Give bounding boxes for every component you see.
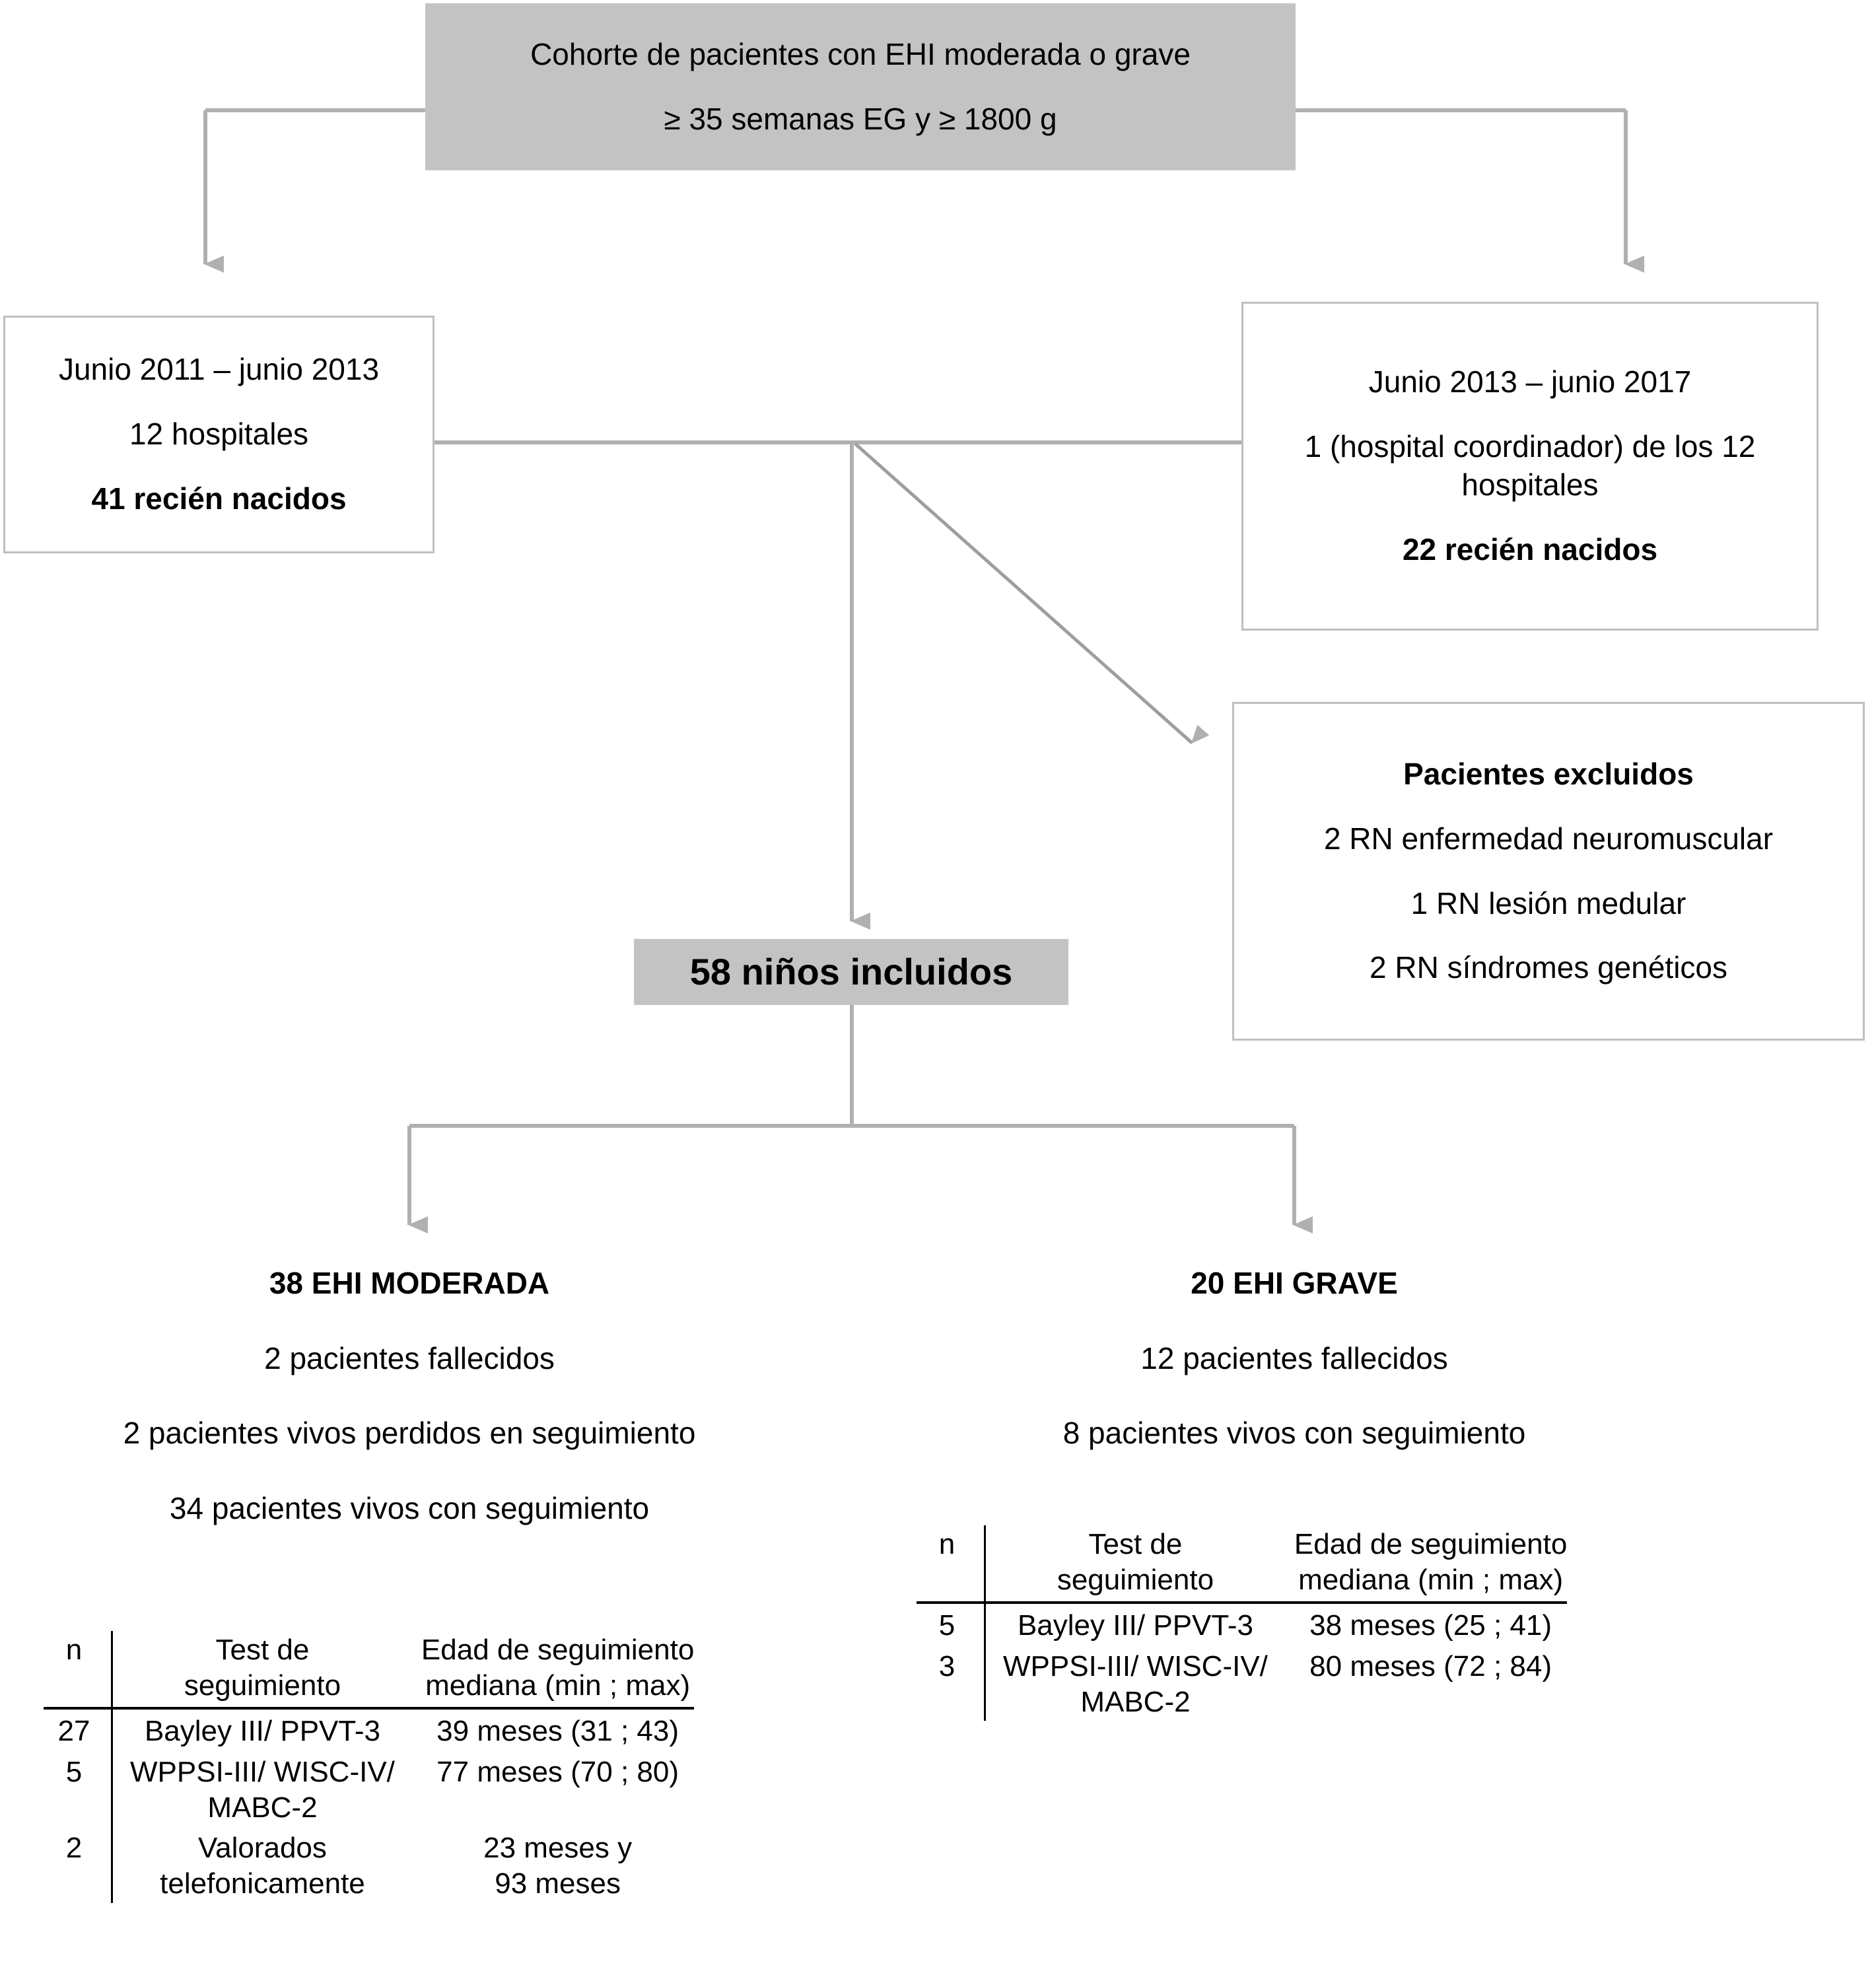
included-children-label: 58 niños incluidos (689, 950, 1013, 992)
table-header-row: n Test de seguimiento Edad de seguimient… (44, 1631, 695, 1710)
cell-n: 5 (44, 1750, 113, 1827)
cell-test: Valorados telefonicamente (160, 1832, 365, 1900)
cell-n: 2 (44, 1826, 113, 1903)
excluded-patients-box: Pacientes excluidos 2 RN enfermedad neur… (1232, 702, 1865, 1041)
moderate-followed: 34 pacientes vivos con seguimiento (169, 1490, 650, 1525)
table-header-row: n Test de seguimiento Edad de seguimient… (917, 1525, 1568, 1605)
cell-test: WPPSI-III/ WISC-IV/ MABC-2 (130, 1756, 395, 1824)
table-row: 3 WPPSI-III/ WISC-IV/ MABC-2 80 meses (7… (917, 1645, 1567, 1721)
excluded-item-neuromuscular: 2 RN enfermedad neuromuscular (1323, 821, 1774, 856)
severe-heading: 20 EHI GRAVE (1191, 1266, 1398, 1300)
excluded-item-genetic: 2 RN síndromes genéticos (1369, 950, 1728, 985)
cohort-title-box: Cohorte de pacientes con EHI moderada o … (425, 3, 1296, 170)
cell-n: 5 (917, 1603, 986, 1646)
cell-test: Bayley III/ PPVT-3 (144, 1715, 380, 1748)
cell-age: 77 meses (70 ; 80) (436, 1756, 679, 1789)
cohort-right-hospitals: 1 (hospital coordinador) de los 12 hospi… (1304, 429, 1756, 502)
cohort-title-line1: Cohorte de pacientes con EHI moderada o … (530, 36, 1191, 71)
severe-followup-table: n Test de seguimiento Edad de seguimient… (917, 1525, 1568, 1721)
moderate-heading: 38 EHI MODERADA (269, 1266, 550, 1300)
header-n: n (917, 1525, 986, 1605)
header-age: Edad de seguimiento mediana (min ; max) (411, 1631, 695, 1710)
cell-age: 38 meses (25 ; 41) (1309, 1609, 1552, 1642)
severe-branch-text: 20 EHI GRAVE 12 pacientes fallecidos 8 p… (898, 1265, 1690, 1453)
moderate-lost-followup: 2 pacientes vivos perdidos en seguimient… (123, 1416, 696, 1450)
table-moderate: n Test de seguimiento Edad de seguimient… (44, 1631, 695, 1903)
table-row: 2 Valorados telefonicamente 23 meses y 9… (44, 1826, 694, 1903)
moderate-followup-table: n Test de seguimiento Edad de seguimient… (44, 1631, 695, 1903)
severe-deceased: 12 pacientes fallecidos (1140, 1340, 1448, 1375)
connector-outcome-split (407, 1004, 1313, 1233)
table-row: 5 Bayley III/ PPVT-3 38 meses (25 ; 41) (917, 1603, 1567, 1646)
header-age: Edad de seguimiento mediana (min ; max) (1284, 1525, 1568, 1605)
cohort-left-hospitals: 12 hospitales (129, 417, 309, 452)
header-test: Test de seguimiento (112, 1631, 412, 1710)
table-severe: n Test de seguimiento Edad de seguimient… (917, 1525, 1568, 1721)
cohort-left-period: Junio 2011 – junio 2013 (58, 352, 380, 387)
cohort-right-period: Junio 2013 – junio 2017 (1368, 364, 1692, 399)
moderate-branch-text: 38 EHI MODERADA 2 pacientes fallecidos 2… (13, 1265, 806, 1527)
cell-age: 23 meses y 93 meses (483, 1832, 633, 1900)
excluded-item-spinal: 1 RN lesión medular (1410, 885, 1686, 920)
cell-n: 27 (44, 1708, 113, 1751)
connector-excluded-arrow (854, 442, 1210, 744)
included-children-box: 58 niños incluidos (634, 939, 1068, 1005)
cell-age: 80 meses (72 ; 84) (1309, 1650, 1552, 1683)
header-test: Test de seguimiento (985, 1525, 1285, 1605)
cohort-right-count: 22 recién nacidos (1402, 532, 1658, 567)
cell-n: 3 (917, 1645, 986, 1721)
moderate-deceased: 2 pacientes fallecidos (264, 1340, 555, 1375)
cohort-box-2013-2017: Junio 2013 – junio 2017 1 (hospital coor… (1241, 302, 1819, 631)
table-row: 5 WPPSI-III/ WISC-IV/ MABC-2 77 meses (7… (44, 1750, 694, 1827)
severe-followed: 8 pacientes vivos con seguimiento (1062, 1416, 1526, 1450)
excluded-heading: Pacientes excluidos (1403, 756, 1694, 791)
cell-test: WPPSI-III/ WISC-IV/ MABC-2 (1003, 1650, 1268, 1718)
cell-test: Bayley III/ PPVT-3 (1017, 1609, 1253, 1642)
cell-age: 39 meses (31 ; 43) (436, 1715, 679, 1748)
header-n: n (44, 1631, 113, 1710)
cohort-left-count: 41 recién nacidos (91, 481, 347, 516)
cohort-title-line2: ≥ 35 semanas EG y ≥ 1800 g (664, 101, 1057, 136)
connector-cohort-merge (434, 440, 1241, 930)
table-row: 27 Bayley III/ PPVT-3 39 meses (31 ; 43) (44, 1708, 694, 1751)
cohort-box-2011-2013: Junio 2011 – junio 2013 12 hospitales 41… (3, 316, 434, 553)
